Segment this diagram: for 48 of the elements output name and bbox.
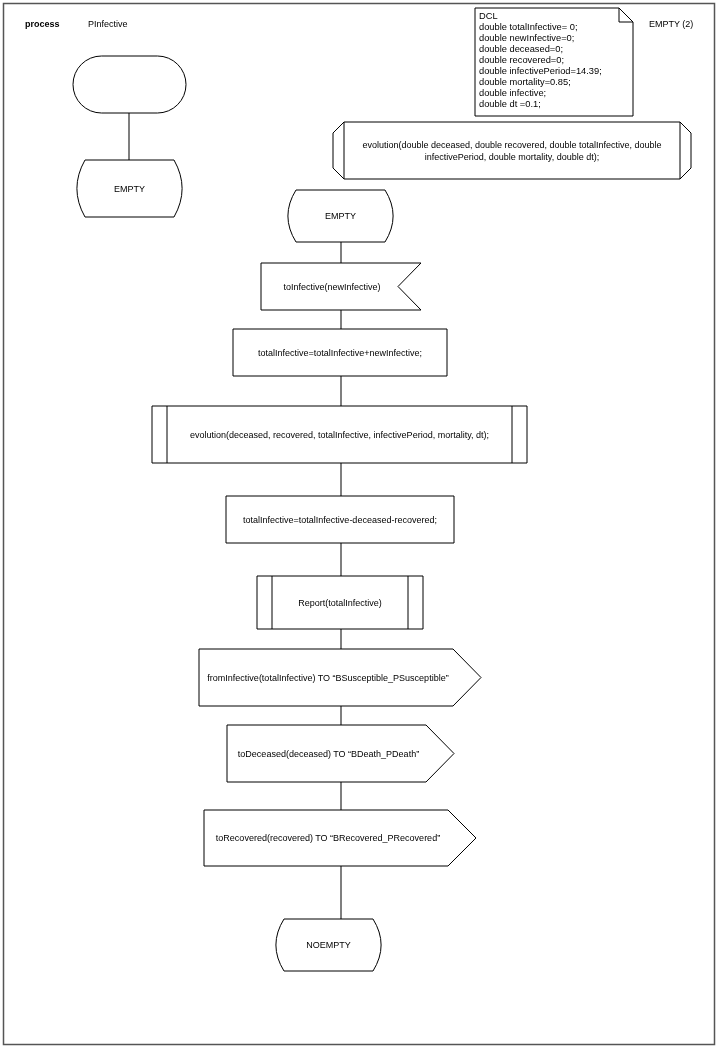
flow-line (340, 705, 342, 726)
declaration-text: double newInfective=0; (479, 33, 575, 44)
page-label: EMPTY (2) (649, 19, 694, 29)
input-signal-symbol (261, 263, 421, 310)
procedure-call-label: evolution(deceased, recovered, totalInfective, infectivePeriod, mortality, dt); (190, 428, 489, 441)
flow-line (340, 542, 342, 577)
state-label: EMPTY (325, 210, 356, 222)
declaration-text: double recovered=0; (479, 55, 565, 66)
flow-line (340, 375, 342, 407)
task-box (233, 329, 447, 376)
output-signal-symbol (227, 725, 454, 782)
state-label: NOEMPTY (306, 939, 351, 951)
declaration-text: double infective; (479, 88, 547, 99)
declaration-text: double infectivePeriod=14.39; (479, 66, 602, 77)
state-label: EMPTY (114, 182, 145, 195)
flow-line (340, 865, 342, 920)
declaration-note (475, 8, 633, 116)
signal-label: toDeceased(deceased) TO “BDeath_PDeath” (237, 747, 420, 760)
start-symbol (73, 56, 186, 113)
flow-line (340, 781, 342, 811)
state-symbol (73, 160, 186, 217)
output-signal-symbol (204, 810, 476, 866)
flow-line (340, 309, 342, 330)
signal-label: fromInfective(totalInfective) TO “BSusceptible_PSusceptible” (207, 671, 449, 684)
task-label: totalInfective=totalInfective+newInfective; (257, 346, 423, 359)
process-name: PInfective (88, 19, 128, 29)
procedure-call-box (152, 406, 527, 463)
procedure-call-box (257, 576, 423, 629)
signal-label: toInfective(newInfective) (283, 280, 381, 293)
flow-line (128, 112, 130, 161)
signal-label: toRecovered(recovered) TO “BRecovered_PRecovered” (215, 832, 441, 844)
flow-line (340, 462, 342, 497)
procedure-call-label: Report(totalInfective) (298, 596, 382, 609)
declaration-text: double deceased=0; (479, 44, 563, 55)
task-label: totalInfective=totalInfective-deceased-recovered; (243, 513, 437, 526)
flow-line (340, 628, 342, 650)
state-symbol (272, 919, 385, 971)
flow-line (340, 241, 342, 264)
procedure-signature: evolution(double deceased, double recovered, double totalInfective, double infectivePeriod, double mortality, double dt); (361, 138, 663, 163)
declaration-text: DCL (479, 11, 498, 22)
declaration-text: double mortality=0.85; (479, 77, 571, 88)
procedure-header-symbol (333, 122, 691, 179)
state-symbol (284, 190, 397, 242)
task-box (226, 496, 454, 543)
keyword-label: process (25, 19, 60, 29)
declaration-text: double totalInfective= 0; (479, 22, 578, 33)
declaration-text: double dt =0.1; (479, 99, 541, 110)
output-signal-symbol (199, 649, 481, 706)
